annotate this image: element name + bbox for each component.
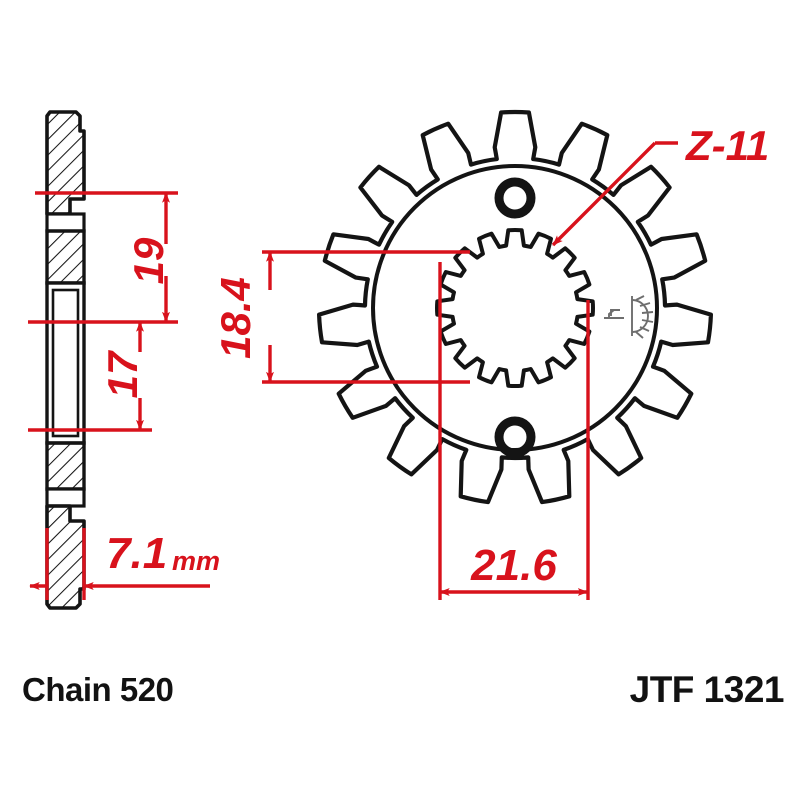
dim-label-18-4: 18.4 <box>212 277 259 359</box>
dim-label-thickness: 7.1 <box>106 529 167 578</box>
part-number-label: JTF 1321 <box>629 669 785 710</box>
left-view-dimensions <box>28 191 210 600</box>
section-top-tooth <box>45 110 86 216</box>
section-upper-flange <box>45 229 86 285</box>
section-top-gap <box>45 212 86 233</box>
leader-z11 <box>551 141 657 247</box>
dim-label-21-6: 21.6 <box>470 541 557 590</box>
bolt-hole-top <box>494 177 536 219</box>
bolt-hole-bottom <box>494 416 536 458</box>
left-view-dimension-text: 19 17 7.1 mm <box>99 237 220 578</box>
face-view-dimensions <box>262 141 678 600</box>
dim-label-17: 17 <box>99 350 146 398</box>
section-bottom-tooth <box>45 504 86 610</box>
face-view-dimension-text: 18.4 21.6 Z-11 <box>212 122 769 590</box>
callout-label-z11: Z-11 <box>685 122 769 169</box>
spline-bore-outline <box>435 228 595 388</box>
side-section-view <box>45 110 86 610</box>
jt-logo-mark <box>604 295 654 339</box>
section-lower-flange <box>45 441 86 491</box>
front-face-view <box>317 109 713 505</box>
dim-label-19: 19 <box>125 237 172 284</box>
section-web <box>45 281 86 445</box>
chain-size-label: Chain 520 <box>22 671 174 708</box>
section-bottom-gap <box>45 487 86 508</box>
dim-label-thickness-unit: mm <box>172 546 220 576</box>
